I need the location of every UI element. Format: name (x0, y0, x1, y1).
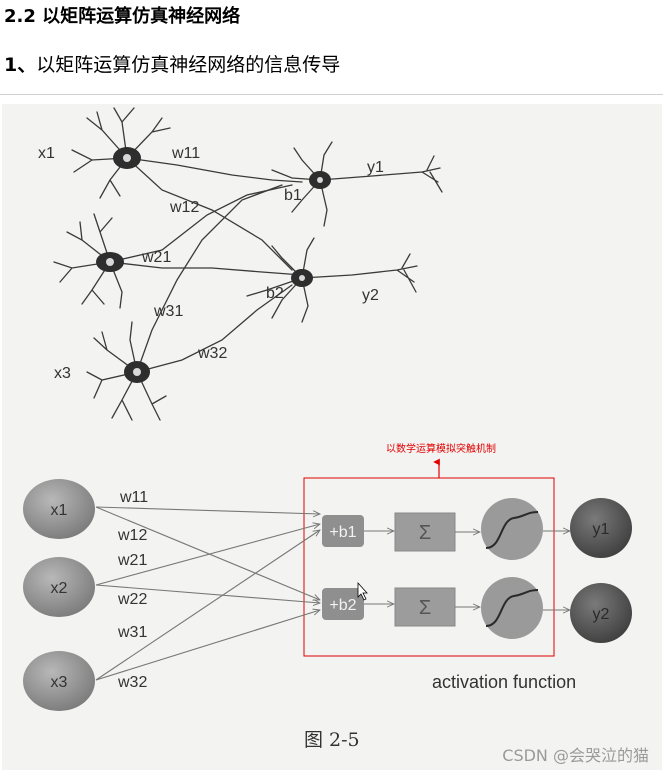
bio-label-x3: x3 (54, 365, 71, 382)
figure-caption: 图 2-5 (304, 729, 360, 751)
activation-node-2 (481, 577, 543, 639)
annotation-text: 以数学运算模拟突触机制 (386, 442, 496, 455)
diagram-svg: x1 w11 w12 b1 y1 w21 b2 y2 w31 w32 x3 以数… (23, 107, 632, 751)
bio-label-b1: b1 (284, 187, 302, 204)
subsection-number: 1、 (4, 54, 37, 76)
output-node-y1 (570, 498, 632, 558)
subsection-title: 以矩阵运算仿真神经网络的信息传导 (36, 54, 341, 76)
input-node-x3 (23, 651, 95, 711)
weight-label-w11: w11 (119, 489, 148, 506)
annotation-box (303, 477, 555, 657)
output-node-y2 (570, 583, 632, 643)
bio-label-w21: w21 (141, 249, 171, 266)
input-node-x2 (23, 557, 95, 617)
sigmoid-curve-icon-2 (485, 589, 539, 627)
bias-label-b2: +b2 (329, 597, 356, 614)
bio-label-w11: w11 (171, 145, 200, 162)
activation-node-1 (481, 498, 543, 560)
weight-connections (95, 506, 320, 681)
weight-label-w22: w22 (117, 591, 147, 608)
bio-label-x1: x1 (38, 145, 55, 162)
sum-box-1 (394, 512, 456, 552)
divider (0, 94, 663, 95)
cursor-icon (357, 581, 368, 601)
watermark: CSDN @会哭泣的猫 (502, 746, 649, 765)
input-label-x2: x2 (51, 580, 68, 597)
bias-box-b2 (322, 588, 364, 620)
sum-symbol-1: Σ (419, 522, 431, 544)
weight-label-w32: w32 (117, 674, 147, 691)
bio-label-w32: w32 (197, 345, 227, 362)
sum-symbol-2: Σ (419, 597, 431, 619)
subsection-heading: 1、以矩阵运算仿真神经网络的信息传导 (4, 50, 340, 77)
input-nodes (23, 479, 95, 711)
biological-neurons (53, 107, 443, 421)
weight-label-w12: w12 (117, 527, 147, 544)
bio-label-w31: w31 (153, 303, 183, 320)
bias-box-b1 (322, 515, 364, 547)
output-label-y1: y1 (593, 521, 610, 538)
bio-label-y2: y2 (362, 287, 379, 304)
bias-label-b1: +b1 (329, 524, 356, 541)
neural-network-figure: x1 w11 w12 b1 y1 w21 b2 y2 w31 w32 x3 以数… (2, 104, 662, 770)
input-label-x1: x1 (51, 502, 68, 519)
sum-box-2 (394, 587, 456, 627)
weight-label-w21: w21 (117, 552, 147, 569)
bio-label-b2: b2 (266, 285, 284, 302)
weight-label-w31: w31 (117, 624, 147, 641)
row-1-pipeline (322, 498, 632, 560)
row-2-pipeline (322, 577, 632, 643)
bio-label-w12: w12 (169, 199, 199, 216)
section-heading: 2.2 以矩阵运算仿真神经网络 (4, 6, 241, 27)
output-label-y2: y2 (593, 606, 610, 623)
input-node-x1 (23, 479, 95, 539)
bio-label-y1: y1 (367, 159, 384, 176)
activation-function-label: activation function (432, 672, 576, 692)
sigmoid-curve-icon-1 (485, 511, 539, 549)
input-label-x3: x3 (51, 674, 68, 691)
